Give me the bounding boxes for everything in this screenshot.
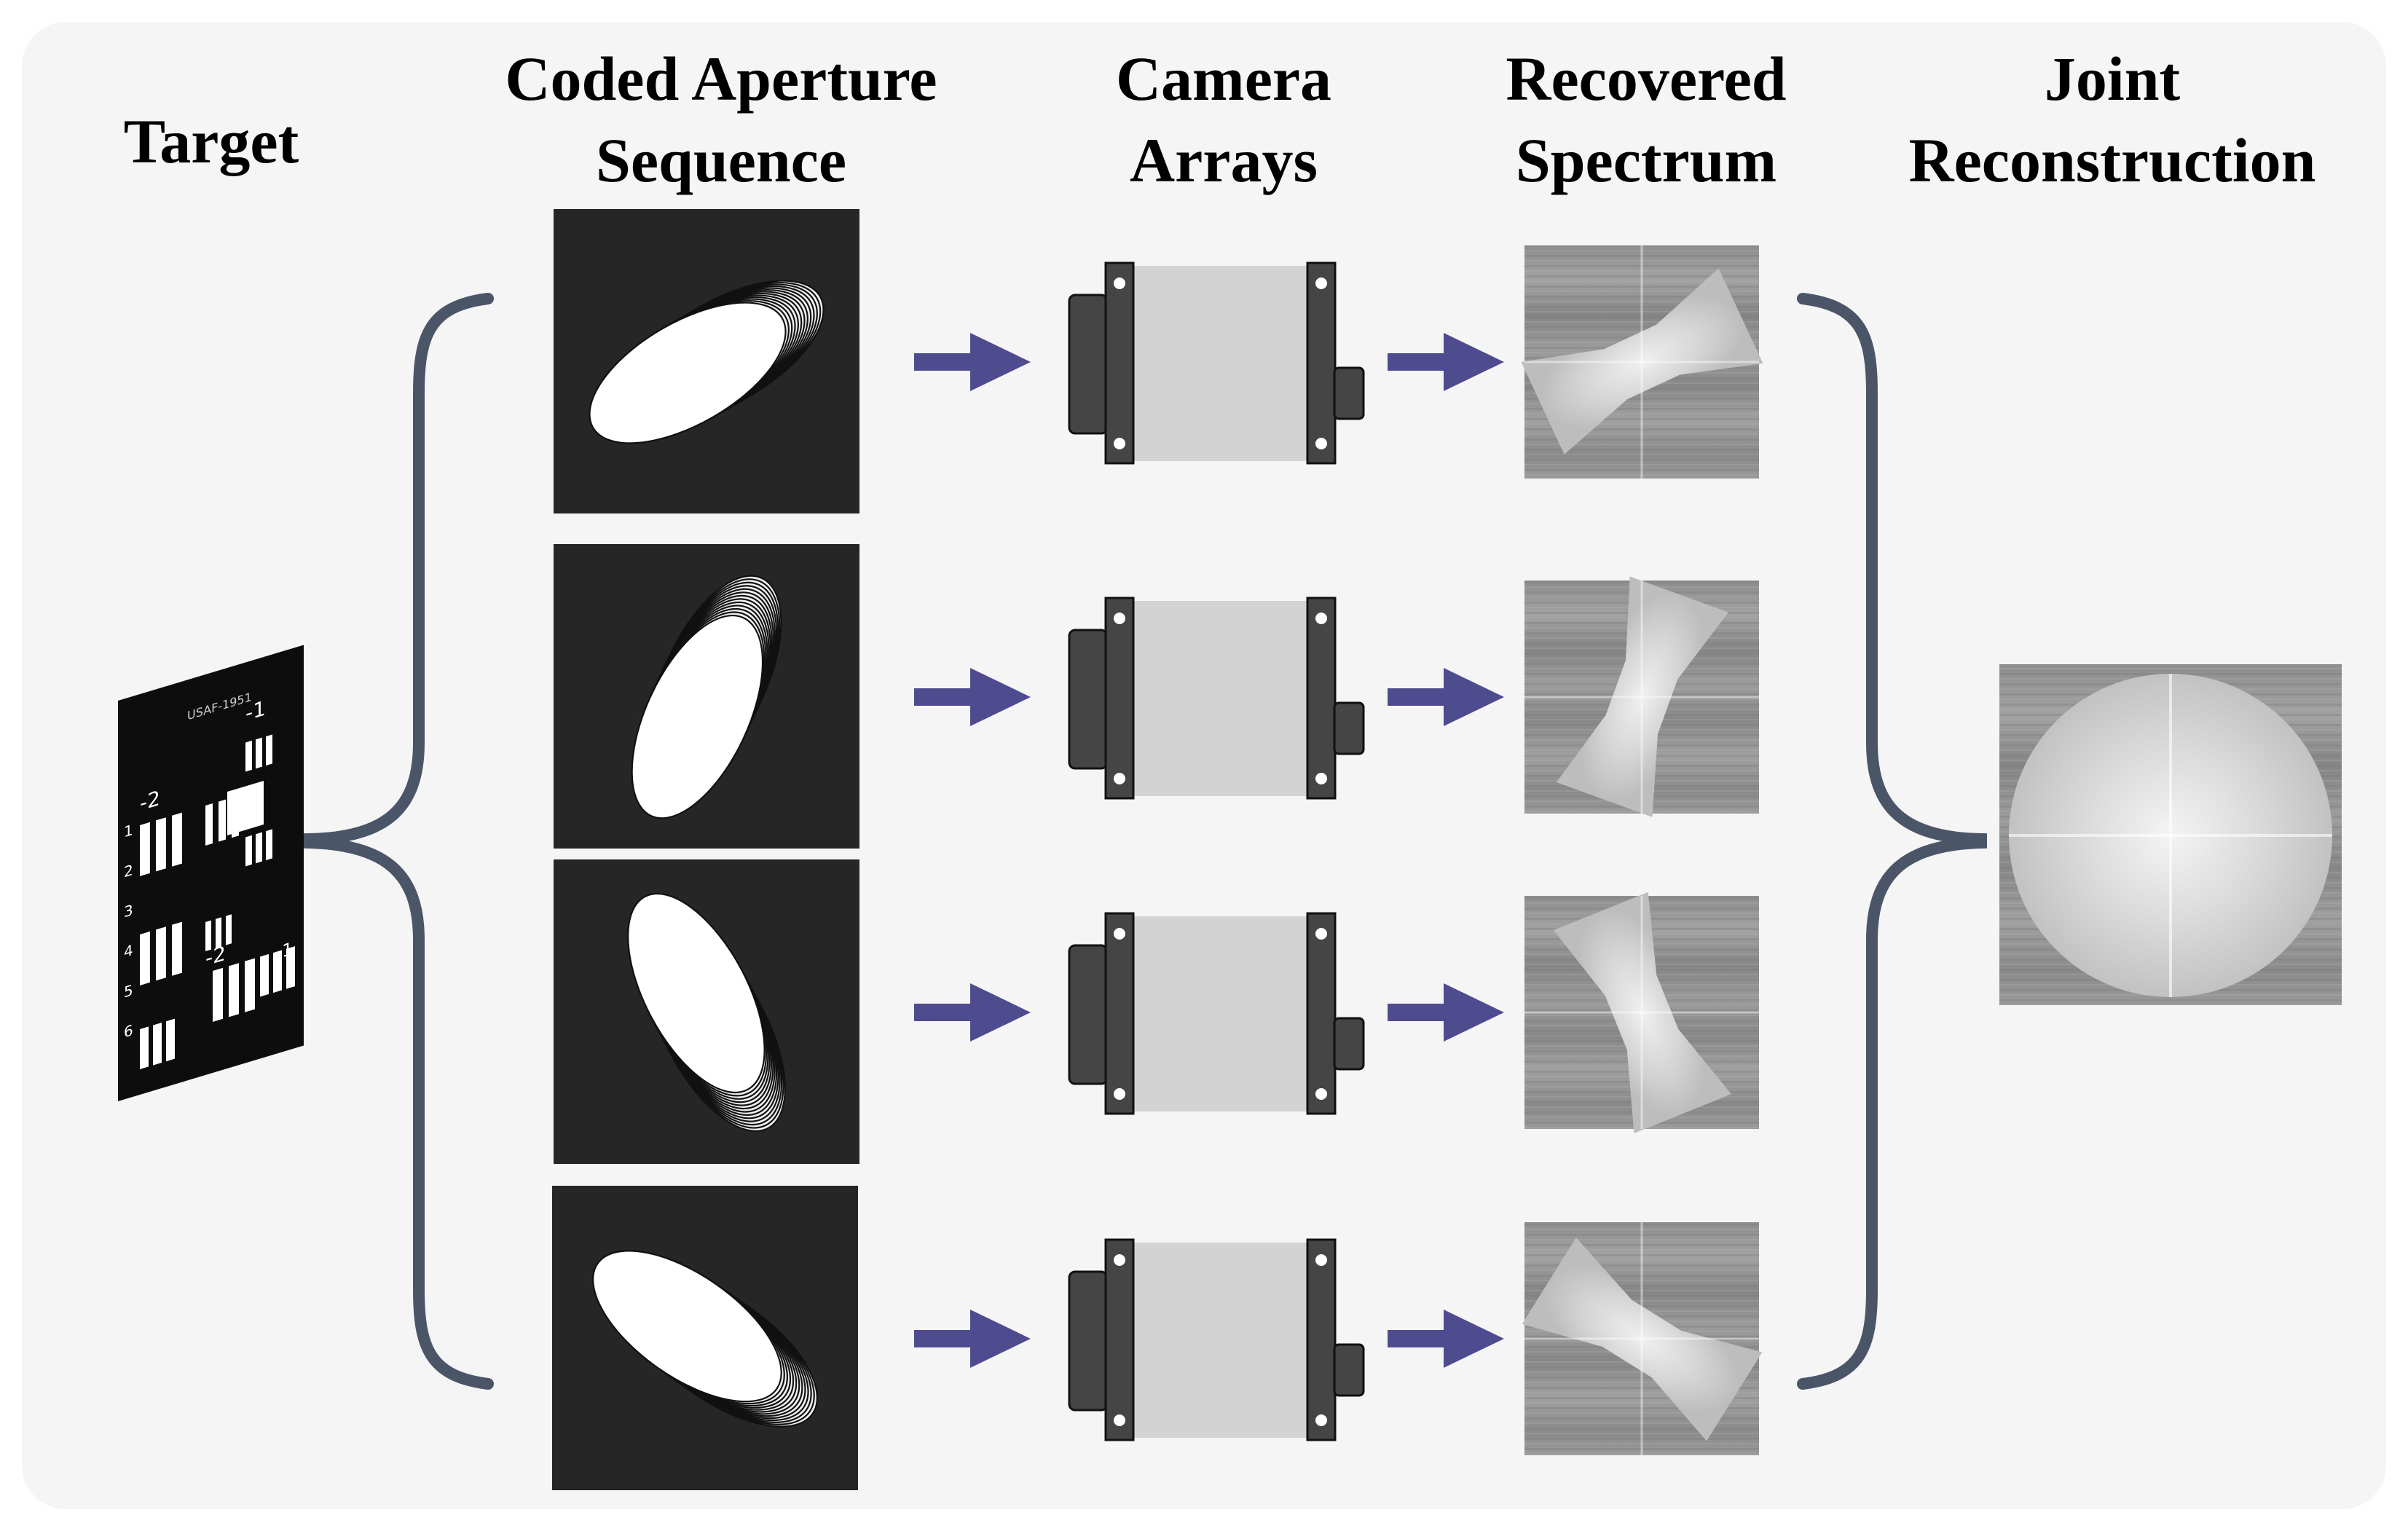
arrow-right-icon xyxy=(914,333,1031,391)
arrow-right-icon xyxy=(914,983,1031,1042)
camera-icon xyxy=(1068,1238,1365,1441)
coded-aperture-icon xyxy=(552,1186,858,1490)
spectrum-image-icon xyxy=(1522,1222,1763,1455)
arrow-right-icon xyxy=(1388,668,1504,726)
column-title-coded-aperture: Coded Aperture Sequence xyxy=(505,44,937,195)
pipeline-row xyxy=(554,859,1759,1164)
curly-brace-icon xyxy=(1797,293,1987,1390)
target-element-number: 5 xyxy=(124,981,133,1001)
target-element-number: 2 xyxy=(124,861,133,881)
target-element-number: 1 xyxy=(124,821,133,841)
coded-aperture-icon xyxy=(554,544,859,849)
camera-icon xyxy=(1068,597,1365,800)
column-title-camera-arrays: Camera Arrays xyxy=(1115,44,1332,195)
pipeline-row xyxy=(554,544,1759,849)
target-element-number: 6 xyxy=(124,1021,133,1041)
camera-icon xyxy=(1068,261,1365,465)
column-title-target: Target xyxy=(123,106,299,176)
arrow-right-icon xyxy=(1388,983,1504,1042)
column-title-joint-reconstruction: Joint Reconstruction xyxy=(1908,44,2316,195)
arrow-right-icon xyxy=(914,1310,1031,1368)
arrow-right-icon xyxy=(914,668,1031,726)
camera-icon xyxy=(1068,912,1365,1115)
spectrum-image-icon xyxy=(1521,245,1763,479)
coded-aperture-icon xyxy=(554,859,859,1164)
pipeline-row xyxy=(552,1186,1763,1490)
arrow-right-icon xyxy=(1388,333,1504,391)
column-title-recovered-spectrum: Recovered Spectrum xyxy=(1506,44,1787,195)
arrow-right-icon xyxy=(1388,1310,1504,1368)
coded-aperture-icon xyxy=(554,209,859,513)
pipeline-row xyxy=(554,209,1763,513)
spectrum-image-icon xyxy=(1524,576,1759,817)
target-element-number: 4 xyxy=(124,941,133,961)
curly-brace-icon xyxy=(304,293,494,1390)
target-element-number: 3 xyxy=(124,901,133,921)
spectrum-image-icon xyxy=(1524,892,1759,1134)
joint-reconstruction-image xyxy=(1999,664,2342,1005)
